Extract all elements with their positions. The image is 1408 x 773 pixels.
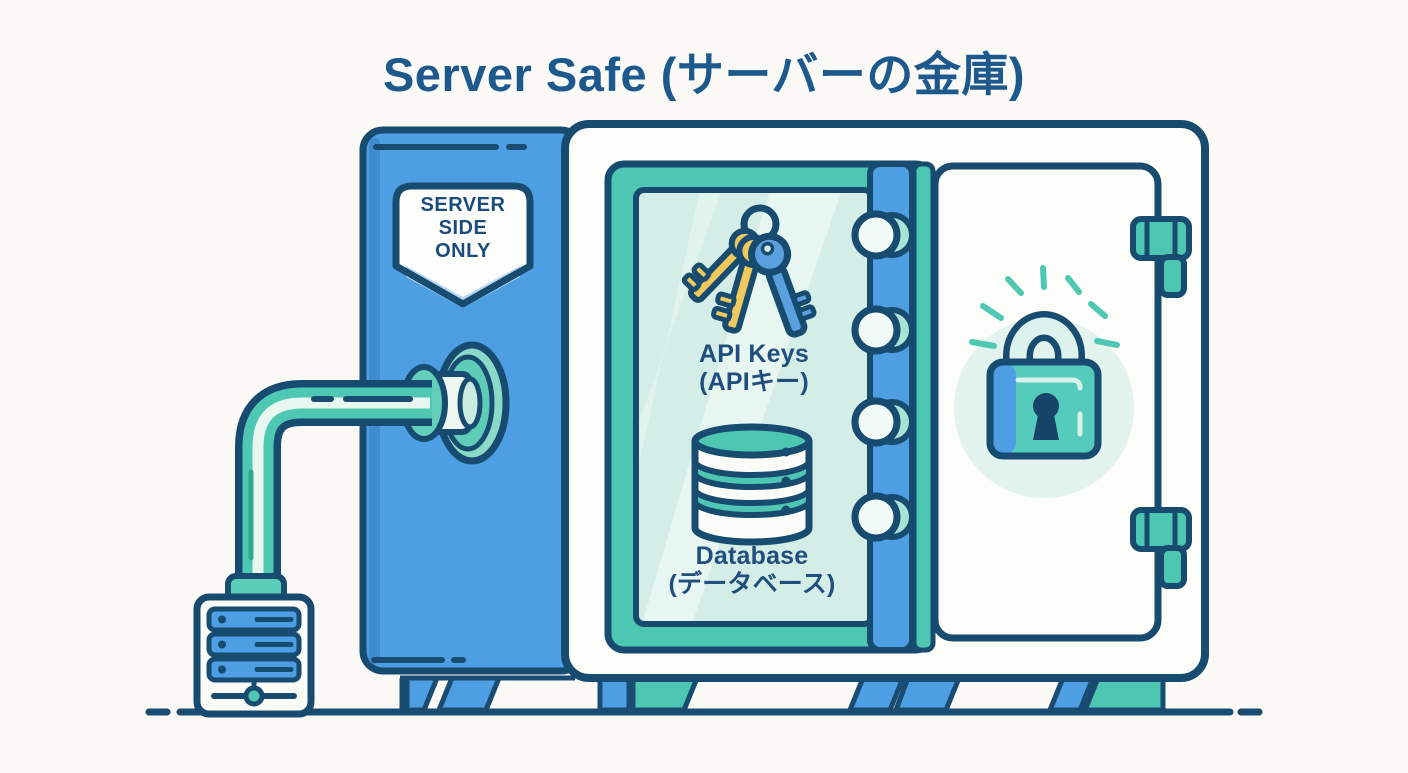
safe-door bbox=[931, 162, 1192, 642]
api-keys-label-ja: (APIキー) bbox=[699, 368, 809, 396]
door-bolt bbox=[851, 492, 915, 542]
sparkle-rays bbox=[969, 265, 1120, 349]
locking-bolts bbox=[851, 210, 915, 542]
api-keys-label: API Keys (APIキー) bbox=[648, 340, 860, 396]
cable-pipe bbox=[225, 380, 432, 606]
database-label: Database (データベース) bbox=[630, 542, 874, 598]
badge-line-1: SERVER bbox=[420, 194, 506, 216]
server-bar bbox=[206, 656, 302, 683]
door-hinge-bottom bbox=[1130, 507, 1192, 589]
keys-icon bbox=[681, 204, 817, 338]
server-side-badge bbox=[392, 182, 534, 308]
safe-interior bbox=[604, 160, 936, 654]
key-blue bbox=[748, 232, 817, 338]
database-label-en: Database bbox=[695, 542, 809, 570]
server-bar bbox=[206, 606, 302, 633]
server-bar bbox=[206, 631, 302, 658]
door-hinge-top bbox=[1130, 216, 1192, 298]
door-bolt bbox=[851, 305, 915, 355]
foot-teal bbox=[630, 675, 700, 713]
door-bolt bbox=[851, 210, 915, 260]
foot-blue bbox=[597, 675, 632, 713]
foot-blue bbox=[893, 675, 962, 713]
foot-blue bbox=[436, 675, 502, 713]
foot-teal bbox=[1082, 675, 1166, 713]
badge-line-2: SIDE bbox=[438, 217, 488, 239]
page-title: Server Safe (サーバーの金庫) bbox=[382, 48, 1026, 101]
key-yellow-middle bbox=[711, 234, 771, 334]
panel-stitch-dashes bbox=[371, 144, 527, 663]
door-edge-teal-strip bbox=[911, 161, 936, 653]
safe-feet bbox=[399, 675, 1166, 713]
api-keys-label-en: API Keys bbox=[699, 340, 809, 368]
badge-line-3: ONLY bbox=[435, 240, 491, 262]
network-node bbox=[211, 680, 297, 707]
foot-blue bbox=[404, 675, 440, 713]
padlock-icon bbox=[986, 311, 1102, 460]
door-bolt bbox=[851, 397, 915, 447]
foot-blue bbox=[847, 675, 906, 713]
database-icon bbox=[691, 423, 813, 546]
server-icon bbox=[193, 593, 315, 718]
database-label-ja: (データベース) bbox=[668, 570, 836, 598]
badge-label: SERVER SIDE ONLY bbox=[396, 194, 530, 263]
